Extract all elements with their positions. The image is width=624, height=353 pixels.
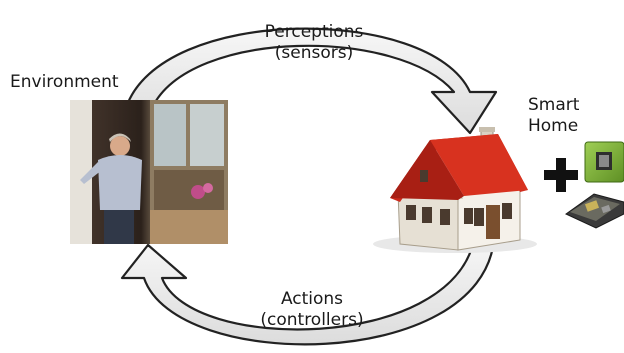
smart-home-line2: Home — [528, 116, 579, 136]
perceptions-subtitle: (sensors) — [274, 43, 354, 63]
perceptions-label: Perceptions (sensors) — [254, 22, 374, 64]
action-arrow — [120, 238, 496, 346]
plus-icon — [544, 158, 578, 192]
actions-subtitle: (controllers) — [260, 310, 364, 330]
perception-arrow — [124, 27, 498, 135]
actions-title: Actions — [280, 289, 344, 309]
environment-photo — [70, 100, 228, 244]
circuit-board-icon — [565, 193, 624, 229]
smart-home-line1: Smart — [528, 95, 580, 115]
actions-label: Actions (controllers) — [247, 289, 377, 331]
smart-home-label: Smart Home — [528, 95, 579, 137]
environment-label: Environment — [10, 72, 119, 92]
perceptions-title: Perceptions — [264, 22, 364, 42]
smart-home-house — [373, 127, 537, 253]
chip-icon — [584, 141, 624, 183]
